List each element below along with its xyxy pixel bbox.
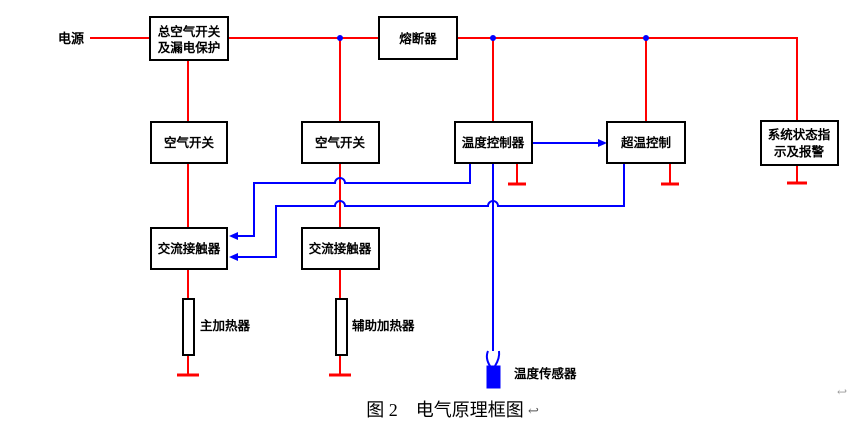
air-switch-2-box — [301, 121, 380, 164]
aux-heater-symbol — [335, 298, 348, 356]
fuse-label: 熔断器 — [399, 31, 437, 46]
overtemp-control-label: 超温控制 — [620, 135, 671, 150]
signal-wires — [229, 35, 649, 367]
figure-caption: 图 2 电气原理框图 — [366, 400, 524, 420]
main-breaker-label-line1: 总空气开关 — [158, 24, 221, 39]
status-alarm-box — [760, 120, 839, 166]
arrowhead-overtemp — [598, 139, 607, 147]
temp-sensor-symbol — [486, 365, 501, 389]
air-switch-1-box — [150, 121, 228, 164]
arrowhead-contactor1-upper — [229, 232, 238, 240]
elements: 主加热器 辅助加热器 温度传感器 — [182, 298, 577, 389]
main-heater-label: 主加热器 — [200, 318, 251, 333]
overtemp-control-box — [606, 121, 686, 164]
contactor-1-box — [150, 227, 228, 270]
wire-overtemp-to-contactor1 — [238, 164, 625, 258]
wire-tempcontroller-to-contactor1 — [238, 164, 471, 237]
air-switch-2-label: 空气开关 — [315, 135, 366, 150]
contactor-2-label: 交流接触器 — [309, 241, 372, 256]
contactor-1-label: 交流接触器 — [158, 241, 221, 256]
edge-paragraph-mark: ↩ — [837, 385, 847, 399]
main-breaker-box — [149, 16, 229, 61]
status-alarm-label-line2: 示及报警 — [773, 144, 825, 159]
junction-dot-2 — [490, 35, 496, 41]
power-wires — [90, 37, 807, 377]
wire-fuse-main-bus — [457, 37, 798, 121]
air-switch-1-label: 空气开关 — [164, 135, 215, 150]
junction-dot-3 — [643, 35, 649, 41]
status-alarm-label-line1: 系统状态指 — [768, 127, 831, 142]
aux-heater-label: 辅助加热器 — [352, 318, 415, 333]
temp-controller-label: 温度控制器 — [462, 135, 525, 150]
main-heater-symbol — [182, 298, 195, 356]
temp-controller-box — [454, 121, 533, 164]
main-breaker-label-line2: 及漏电保护 — [158, 40, 221, 55]
arrowhead-contactor1-lower — [229, 253, 238, 261]
fuse-box — [378, 16, 458, 60]
component-boxes: 总空气开关 及漏电保护 熔断器 空气开关 空气开关 温度控制器 超温控制 系统状… — [149, 16, 839, 270]
caption-paragraph-mark: ↩ — [528, 403, 539, 418]
temp-sensor-label: 温度传感器 — [514, 366, 577, 381]
junction-dot-1 — [337, 35, 343, 41]
sensor-lead-left — [485, 350, 491, 367]
contactor-2-box — [301, 227, 380, 270]
power-source-label: 电源 — [58, 31, 84, 46]
sensor-lead-right — [494, 350, 501, 367]
